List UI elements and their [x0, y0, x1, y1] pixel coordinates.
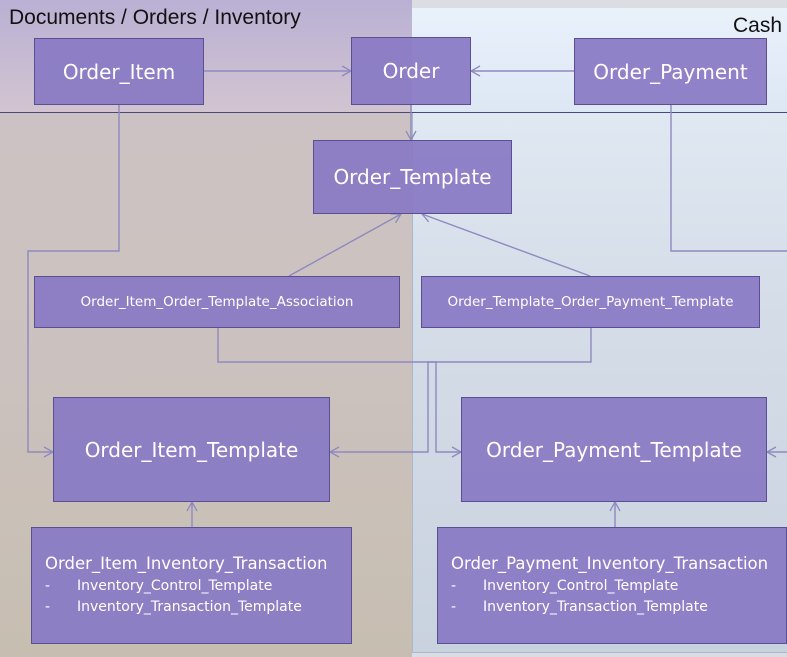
entity-order-item: Order_Item: [34, 38, 204, 105]
connector-order-item-left-route: [27, 105, 120, 458]
entity-order-payment-template: Order_Payment_Template: [461, 397, 767, 502]
list-item-label: Inventory_Transaction_Template: [483, 598, 708, 615]
connector-assoc-left-to-template: [288, 213, 403, 277]
documents-region-label: Documents / Orders / Inventory: [9, 6, 301, 29]
list-item: - Inventory_Transaction_Template: [45, 597, 302, 618]
entity-order-item-inventory-transaction: Order_Item_Inventory_Transaction - Invent…: [31, 527, 352, 644]
cash-region-label: Cash: [732, 14, 782, 37]
entity-order-payment-inventory-transaction: Order_Payment_Inventory_Transaction - Inv…: [437, 527, 787, 644]
entity-order-payment: Order_Payment: [574, 38, 767, 105]
list-bullet: -: [451, 577, 457, 594]
connector-order-payment-right-route: [670, 105, 787, 252]
connector-assoc-right-to-oit: [328, 328, 592, 458]
list-item: - Inventory_Control_Template: [45, 576, 302, 597]
list-item-label: Inventory_Transaction_Template: [77, 598, 302, 615]
entity-template-payment-association: Order_Template_Order_Payment_Template: [421, 276, 760, 328]
template-list: - Inventory_Control_Template - Inventory_T…: [451, 576, 708, 618]
entity-item-template-association: Order_Item_Order_Template_Association: [34, 276, 400, 328]
list-item-label: Inventory_Control_Template: [77, 577, 273, 594]
list-item: - Inventory_Control_Template: [451, 576, 708, 597]
entity-title: Order_Payment_Inventory_Transaction: [451, 553, 769, 573]
entity-title: Order_Item_Inventory_Transaction: [45, 553, 328, 573]
connector-assoc-right-to-template: [420, 211, 591, 277]
list-item: - Inventory_Transaction_Template: [451, 597, 708, 618]
list-bullet: -: [45, 598, 51, 615]
entity-order: Order: [351, 37, 471, 105]
entity-order-template: Order_Template: [313, 140, 512, 214]
list-item-label: Inventory_Control_Template: [483, 577, 679, 594]
list-bullet: -: [45, 577, 51, 594]
entity-order-item-template: Order_Item_Template: [53, 397, 330, 502]
template-list: - Inventory_Control_Template - Inventory_T…: [45, 576, 302, 618]
header-divider: [0, 112, 787, 113]
list-bullet: -: [451, 598, 457, 615]
